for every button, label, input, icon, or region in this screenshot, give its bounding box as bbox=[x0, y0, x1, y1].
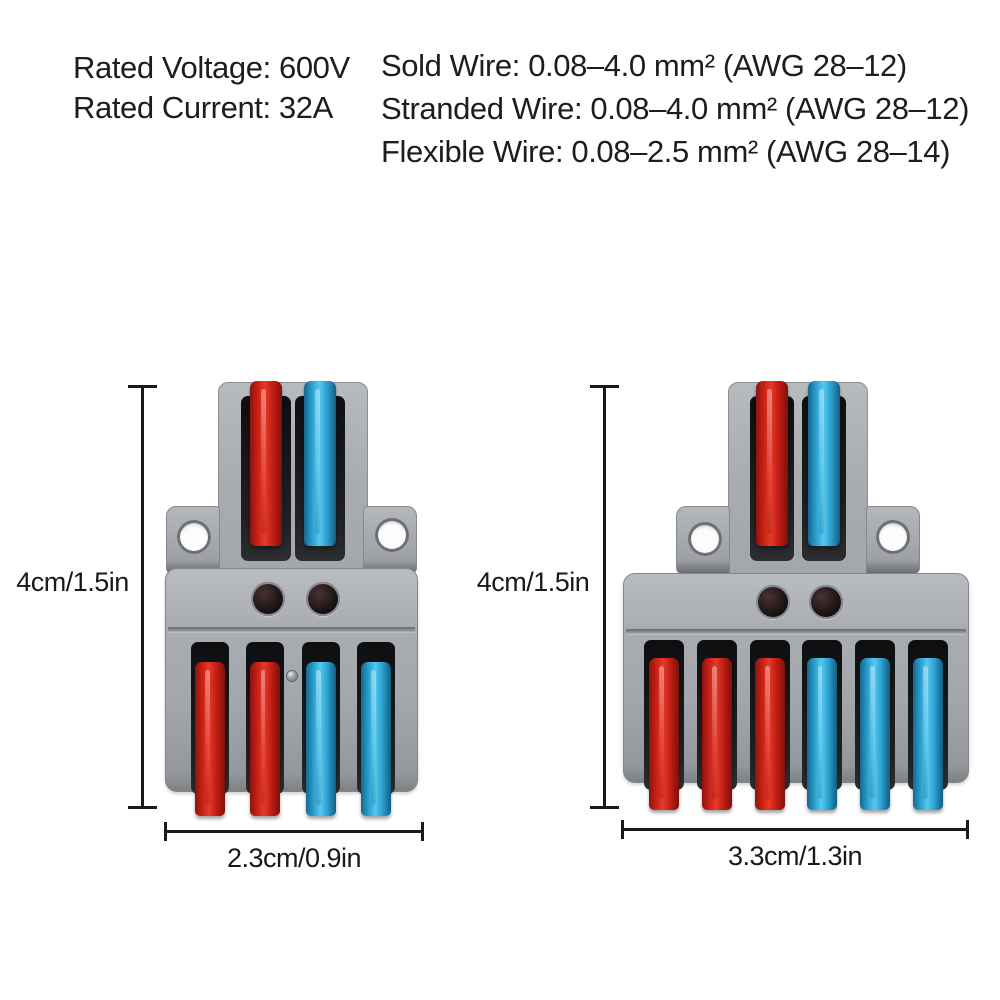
height-dim-label: 4cm/1.5in bbox=[16, 567, 129, 597]
height-dim-line bbox=[603, 385, 606, 809]
test-port bbox=[809, 585, 843, 619]
lever-slot bbox=[802, 640, 843, 810]
spec-stranded-wire: Stranded Wire: 0.08–4.0 mm² (AWG 28–12) bbox=[381, 91, 969, 126]
lever-slot bbox=[644, 640, 684, 810]
blue-lever bbox=[305, 662, 336, 816]
mounting-ear bbox=[676, 506, 730, 574]
connector-output-section bbox=[165, 642, 418, 816]
test-port bbox=[251, 582, 285, 616]
mounting-ear bbox=[166, 506, 220, 574]
dim-tick bbox=[966, 820, 969, 839]
dim-tick bbox=[128, 806, 157, 809]
red-lever bbox=[754, 658, 785, 810]
spec-flexible-wire: Flexible Wire: 0.08–2.5 mm² (AWG 28–14) bbox=[381, 134, 950, 169]
height-dim-line bbox=[141, 385, 144, 809]
blue-lever bbox=[860, 658, 891, 810]
lever-slot bbox=[749, 640, 790, 810]
lever-slot bbox=[696, 640, 737, 810]
dim-tick bbox=[590, 806, 619, 809]
connector-2-to-6 bbox=[622, 380, 972, 820]
width-dim-label: 3.3cm/1.3in bbox=[727, 841, 863, 871]
lever-slot bbox=[750, 381, 794, 561]
lever-slot bbox=[356, 642, 395, 816]
mounting-hole bbox=[177, 520, 211, 554]
red-lever bbox=[756, 381, 788, 546]
spec-solid-wire: Sold Wire: 0.08–4.0 mm² (AWG 28–12) bbox=[381, 48, 907, 83]
test-port bbox=[306, 582, 340, 616]
lever-slot bbox=[802, 381, 846, 561]
spec-rated-voltage: Rated Voltage: 600V bbox=[73, 50, 350, 85]
width-dim-line bbox=[164, 830, 424, 833]
lever-slot bbox=[246, 642, 285, 816]
blue-lever bbox=[807, 658, 838, 810]
spec-ratings: Rated Voltage: 600V Rated Current: 32A bbox=[73, 48, 350, 128]
spec-wire-ranges: Sold Wire: 0.08–4.0 mm² (AWG 28–12) Stra… bbox=[381, 44, 969, 173]
red-lever bbox=[701, 658, 732, 810]
lever-slot bbox=[241, 381, 291, 561]
blue-lever bbox=[912, 658, 943, 810]
connector-input-section bbox=[218, 381, 368, 594]
assembly-pin bbox=[287, 671, 297, 681]
red-lever bbox=[195, 662, 225, 816]
mounting-ear bbox=[866, 506, 920, 574]
red-lever bbox=[250, 662, 281, 816]
mounting-hole bbox=[876, 520, 910, 554]
width-dim-line bbox=[621, 828, 969, 831]
dim-tick bbox=[590, 385, 619, 388]
connector-2-to-4 bbox=[165, 380, 418, 820]
dim-tick bbox=[128, 385, 157, 388]
blue-lever bbox=[808, 381, 840, 546]
height-dim-label: 4cm/1.5in bbox=[476, 567, 590, 597]
mounting-hole bbox=[688, 522, 722, 556]
red-lever bbox=[649, 658, 679, 810]
body-seam bbox=[168, 627, 415, 633]
lever-slot bbox=[301, 642, 340, 816]
spec-rated-current: Rated Current: 32A bbox=[73, 90, 333, 125]
dim-tick bbox=[164, 822, 167, 841]
dim-tick bbox=[621, 820, 624, 839]
width-dim-label: 2.3cm/0.9in bbox=[226, 843, 362, 873]
blue-lever bbox=[304, 381, 336, 546]
lever-slot bbox=[191, 642, 229, 816]
lever-slot bbox=[907, 640, 948, 810]
blue-lever bbox=[360, 662, 391, 816]
connector-output-section bbox=[623, 640, 969, 810]
red-lever bbox=[250, 381, 282, 546]
mounting-ear bbox=[363, 506, 417, 574]
lever-slot bbox=[295, 381, 345, 561]
dim-tick bbox=[421, 822, 424, 841]
mounting-hole bbox=[375, 518, 409, 552]
test-port bbox=[756, 585, 790, 619]
connector-input-section bbox=[728, 381, 868, 594]
body-seam bbox=[626, 629, 966, 635]
lever-slot bbox=[855, 640, 896, 810]
